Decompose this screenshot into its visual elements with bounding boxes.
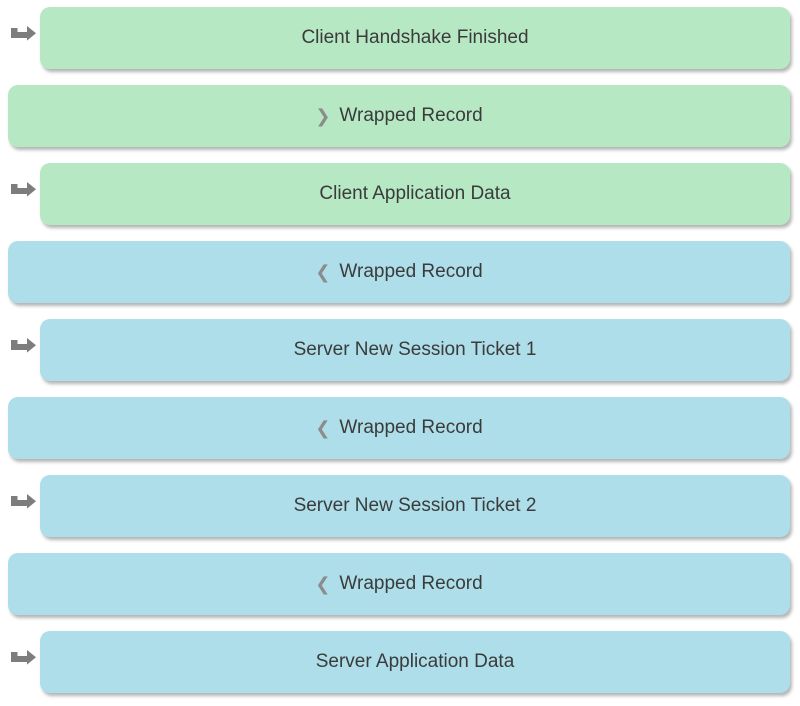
record-wrapped-record-server[interactable]: ❮ Wrapped Record: [8, 241, 790, 303]
chevron-right-icon: ❯: [315, 105, 331, 126]
chevron-left-icon: ❮: [315, 261, 331, 282]
record-row: ❯ Wrapped Record: [0, 85, 800, 147]
record-wrapped-record-server[interactable]: ❮ Wrapped Record: [8, 397, 790, 459]
record-row: Server New Session Ticket 2: [0, 475, 800, 537]
record-wrapped-record-client[interactable]: ❯ Wrapped Record: [8, 85, 790, 147]
record-server-new-session-ticket-2[interactable]: Server New Session Ticket 2: [40, 475, 790, 537]
record-row: Server New Session Ticket 1: [0, 319, 800, 381]
record-label: Wrapped Record: [339, 573, 483, 594]
record-label: Server New Session Ticket 2: [293, 495, 537, 516]
record-row: Client Handshake Finished: [0, 7, 800, 69]
record-label: Client Handshake Finished: [301, 27, 529, 48]
record-wrapped-record-server[interactable]: ❮ Wrapped Record: [8, 553, 790, 615]
record-row: ❮ Wrapped Record: [0, 553, 800, 615]
right-arrow-icon: [10, 647, 37, 666]
record-row: Client Application Data: [0, 163, 800, 225]
chevron-left-icon: ❮: [315, 417, 331, 438]
record-server-new-session-ticket-1[interactable]: Server New Session Ticket 1: [40, 319, 790, 381]
record-client-handshake-finished[interactable]: Client Handshake Finished: [40, 7, 790, 69]
record-row: Server Application Data: [0, 631, 800, 693]
record-row: ❮ Wrapped Record: [0, 397, 800, 459]
chevron-left-icon: ❮: [315, 573, 331, 594]
record-label: Wrapped Record: [339, 261, 483, 282]
record-label: Client Application Data: [319, 183, 511, 204]
record-client-application-data[interactable]: Client Application Data: [40, 163, 790, 225]
record-label: Wrapped Record: [339, 105, 483, 126]
right-arrow-icon: [10, 23, 37, 42]
record-label: Server Application Data: [315, 651, 515, 672]
record-server-application-data[interactable]: Server Application Data: [40, 631, 790, 693]
right-arrow-icon: [10, 179, 37, 198]
right-arrow-icon: [10, 335, 37, 354]
record-label: Server New Session Ticket 1: [293, 339, 537, 360]
record-row: ❮ Wrapped Record: [0, 241, 800, 303]
right-arrow-icon: [10, 491, 37, 510]
record-label: Wrapped Record: [339, 417, 483, 438]
